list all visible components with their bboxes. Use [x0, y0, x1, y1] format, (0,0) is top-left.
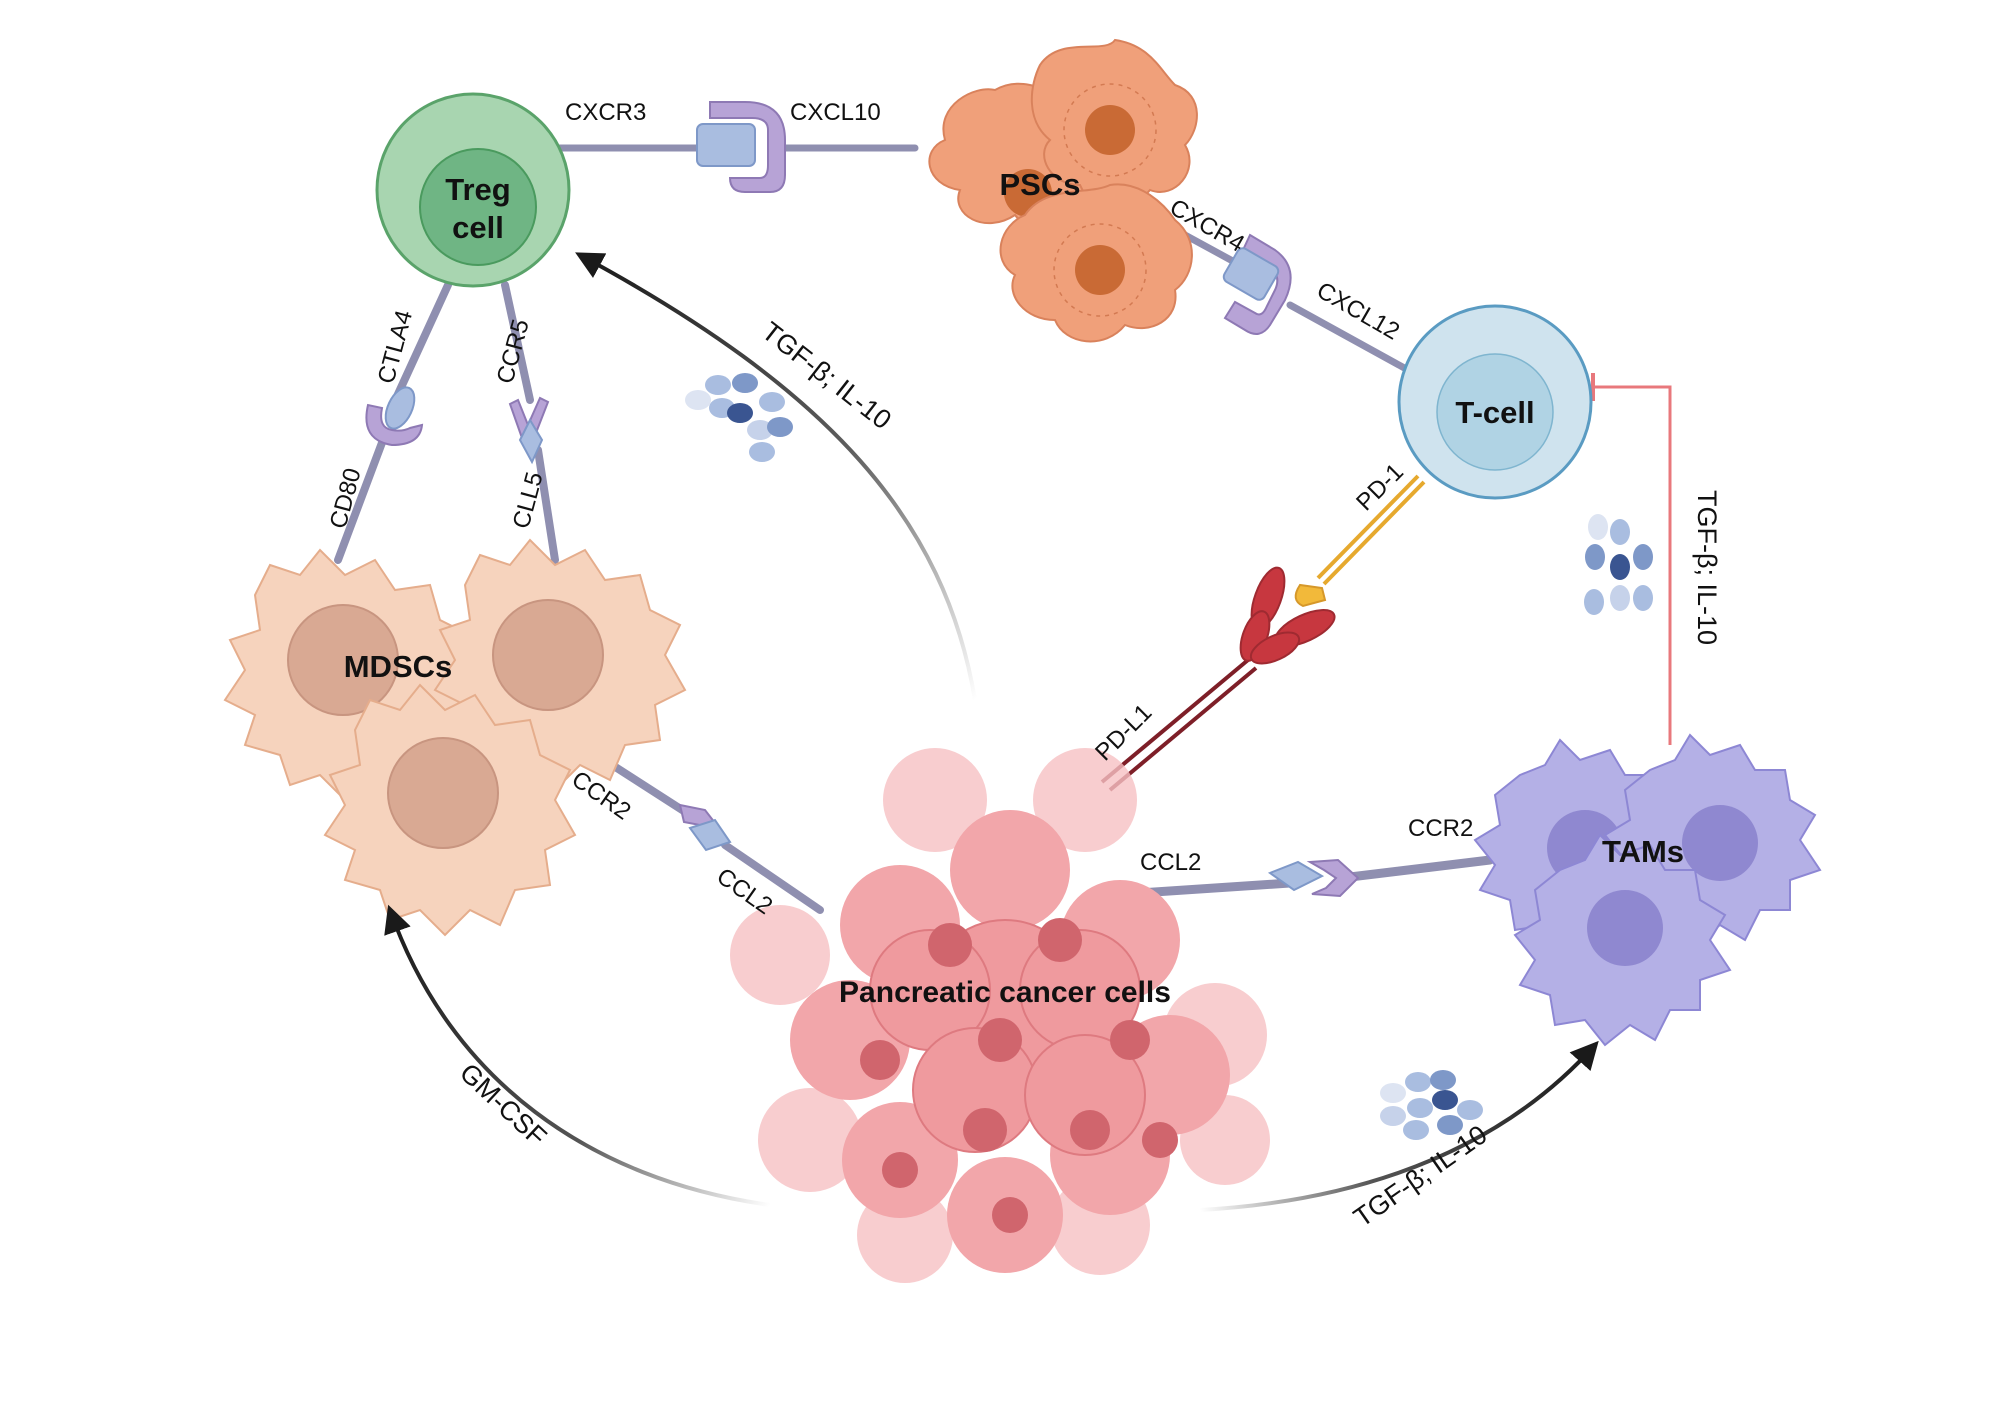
- treg-nucleus: [419, 148, 537, 266]
- tams-cells: TAMs: [1473, 733, 1822, 1047]
- cll5-ligand-shape: [518, 417, 544, 465]
- cancer-ccl2-tam-stalk: [1135, 878, 1295, 898]
- ccl2-tam-label: CCL2: [1140, 849, 1201, 876]
- ctla4-receptor-shape: [384, 386, 416, 430]
- mdscs-label: MDSCs: [344, 649, 453, 684]
- ccl2-tam-ligand-shape: [1267, 860, 1325, 892]
- cxcr3-label: CXCR3: [565, 99, 646, 126]
- arrow-label-cancer-to-mdsc: GM-CSF: [454, 1057, 552, 1152]
- inhibition-line: [1593, 385, 1672, 745]
- arrow-cancer-to-tam: [1199, 1040, 1599, 1212]
- mdscs-cells: MDSCs: [223, 538, 687, 937]
- cxcl12-ligand-shape: [1223, 233, 1292, 335]
- psc-cell-2: [1030, 38, 1198, 208]
- tcell-cxcl12-stalk: [1286, 301, 1412, 374]
- tam-ccr2-stalk: [1345, 855, 1495, 882]
- arrow-label-tam-to-tcell: TGF-β; IL-10: [1692, 490, 1722, 645]
- ccr2-tam-receptor-shape: [1306, 858, 1360, 898]
- arrow-cancer-to-treg: [575, 252, 977, 701]
- pdl1-stalk-a: [1100, 658, 1250, 784]
- pscs-label: PSCs: [1000, 167, 1081, 202]
- cxcl10-ligand-shape: [709, 101, 786, 193]
- t-cell-label: T-cell: [1455, 395, 1534, 430]
- cancer-ccl2-stalk: [721, 841, 824, 914]
- cxcl12-label: CXCL12: [1312, 277, 1404, 346]
- treg-ctla4-stalk: [389, 281, 452, 409]
- pdl1-stalk-b: [1108, 666, 1258, 792]
- pd1-stalk-b: [1322, 480, 1426, 586]
- cancer-cell-cluster: Pancreatic cancer cells: [730, 748, 1270, 1283]
- curved-arrows: [384, 252, 1599, 1212]
- psc-cell-3: [999, 183, 1193, 343]
- pscs-cells: PSCs: [928, 38, 1198, 343]
- pd1-stalk-a: [1316, 474, 1420, 580]
- cxcl10-label: CXCL10: [790, 99, 881, 126]
- cxcr3-receptor-shape: [696, 123, 756, 167]
- ctla4-label: CTLA4: [373, 307, 418, 386]
- t-cell-nucleus: [1436, 353, 1554, 471]
- pdl1-label: PD-L1: [1090, 699, 1157, 766]
- connector-lines: [334, 144, 1672, 914]
- cancer-label: Pancreatic cancer cells: [839, 976, 1171, 1009]
- cxcr4-receptor-shape: [1222, 247, 1280, 301]
- t-cell: T-cell: [1397, 304, 1593, 500]
- ccl2-mdsc-ligand-shape: [688, 818, 732, 852]
- cytokine-cluster-1: [685, 373, 793, 462]
- ccr2-tam-label: CCR2: [1408, 815, 1473, 842]
- mdsc-cd80-stalk: [334, 436, 387, 564]
- tams-label: TAMs: [1602, 834, 1684, 869]
- cd80-ligand-shape: [365, 403, 424, 447]
- receptor-shapes: [365, 101, 1360, 898]
- treg-label-line2: cell: [452, 210, 504, 245]
- tam-cell-3: [1513, 833, 1732, 1047]
- arrow-cancer-to-mdsc: [384, 904, 771, 1207]
- cytokine-cluster-3: [1380, 1070, 1483, 1140]
- treg-ccr5-stalk: [501, 281, 534, 404]
- mdsc-cell-3: [323, 683, 577, 937]
- pd1-receptor-shape: [1294, 583, 1327, 608]
- treg-label-line1: Treg: [445, 172, 510, 207]
- pdl1-ligand-shape: [1239, 566, 1336, 665]
- cytokine-cluster-2: [1584, 514, 1653, 615]
- treg-cell: Treg cell: [375, 92, 571, 288]
- mdsc-cll5-stalk: [534, 446, 559, 564]
